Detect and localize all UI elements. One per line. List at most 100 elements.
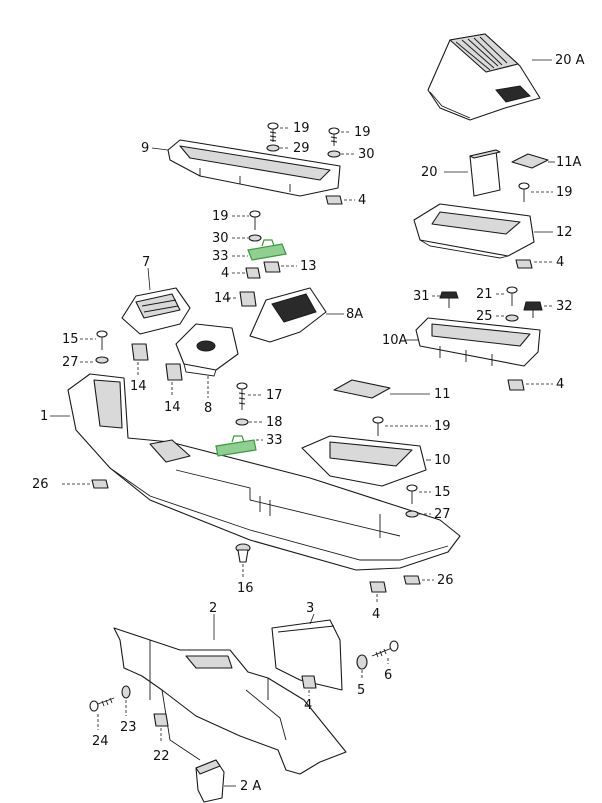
clip-22 — [153, 713, 169, 727]
part-11a-pad — [511, 153, 549, 169]
part-8a-vent — [249, 287, 327, 343]
callout-10a: 10A — [382, 333, 408, 348]
callout-10: 10 — [434, 453, 451, 468]
screw-19-b — [328, 127, 340, 146]
callout-14-c: 14 — [164, 400, 181, 415]
callout-29: 29 — [293, 141, 310, 156]
bracket-33-b — [215, 435, 257, 457]
washer-27-a — [95, 356, 109, 364]
screw-15-a — [96, 330, 108, 350]
part-11-pad — [333, 379, 391, 399]
callout-12: 12 — [556, 225, 573, 240]
screw-32 — [523, 301, 543, 318]
clip-4-d — [507, 379, 525, 391]
callout-24: 24 — [92, 734, 109, 749]
washer-18 — [235, 418, 249, 426]
washer-25 — [505, 314, 519, 322]
callout-9: 9 — [141, 141, 149, 156]
callout-27-b: 27 — [434, 507, 451, 522]
callout-26-a: 26 — [32, 477, 49, 492]
clip-4-b — [245, 267, 261, 279]
callout-32: 32 — [556, 299, 573, 314]
callout-3: 3 — [306, 601, 314, 616]
callout-4-f: 4 — [304, 698, 312, 713]
callout-19-c: 19 — [556, 185, 573, 200]
callout-15-b: 15 — [434, 485, 451, 500]
callout-6: 6 — [384, 668, 392, 683]
callout-4-b: 4 — [221, 266, 229, 281]
callout-14-a: 14 — [214, 291, 231, 306]
part-3-panel — [271, 619, 343, 691]
screw-17 — [236, 382, 248, 410]
part-7-housing — [121, 287, 191, 335]
washer-30-b — [248, 234, 262, 242]
part-12-box — [413, 203, 535, 259]
part-2-lower-console — [113, 627, 347, 775]
screw-19-d — [249, 210, 261, 230]
grommet-16 — [235, 543, 251, 563]
screw-19-c — [518, 182, 530, 202]
bracket-33-a — [247, 239, 287, 261]
callout-4-c: 4 — [556, 255, 564, 270]
callout-18: 18 — [266, 415, 283, 430]
clip-14-a — [239, 291, 257, 307]
callout-19-e: 19 — [434, 419, 451, 434]
washer-27-b — [405, 510, 419, 518]
callout-11a: 11A — [556, 155, 582, 170]
callout-20a: 20 A — [555, 53, 585, 68]
callout-21: 21 — [476, 287, 493, 302]
clip-14-c — [165, 363, 183, 381]
screw-21 — [506, 286, 518, 306]
callout-4-a: 4 — [358, 193, 366, 208]
washer-23 — [121, 685, 131, 699]
part-1-console — [67, 373, 461, 571]
screw-19-a — [267, 122, 279, 142]
callout-27-a: 27 — [62, 355, 79, 370]
clip-4-f — [301, 675, 317, 689]
clip-14-b — [131, 343, 149, 361]
callout-23: 23 — [120, 720, 137, 735]
callout-2a: 2 A — [240, 779, 261, 794]
part-2a-cap — [195, 759, 225, 803]
clip-4-e — [369, 581, 387, 593]
washer-29 — [266, 144, 280, 152]
screw-31 — [439, 291, 459, 308]
callout-4-d: 4 — [556, 377, 564, 392]
callout-25: 25 — [476, 309, 493, 324]
clip-4-a — [325, 195, 343, 205]
callout-4-e: 4 — [372, 607, 380, 622]
callout-8a: 8A — [346, 307, 363, 322]
callout-14-b: 14 — [130, 379, 147, 394]
callout-30-a: 30 — [358, 147, 375, 162]
washer-30-a — [327, 150, 341, 158]
clip-4-c — [515, 259, 533, 269]
callout-33-a: 33 — [212, 249, 229, 264]
clip-26-a — [91, 479, 109, 489]
callout-20: 20 — [421, 165, 438, 180]
callout-33-b: 33 — [266, 433, 283, 448]
callout-31: 31 — [413, 289, 430, 304]
callout-26-b: 26 — [437, 573, 454, 588]
callout-19-a: 19 — [293, 121, 310, 136]
callout-11: 11 — [434, 387, 451, 402]
callout-17: 17 — [266, 388, 283, 403]
part-20a-cover — [427, 33, 541, 121]
callout-8: 8 — [204, 401, 212, 416]
part-9-tray — [167, 139, 341, 197]
screw-15-b — [406, 484, 418, 504]
callout-2: 2 — [209, 601, 217, 616]
callout-16: 16 — [237, 581, 254, 596]
clip-13 — [263, 261, 281, 273]
part-10-tray — [301, 435, 427, 487]
screw-19-e — [372, 416, 384, 436]
callout-7: 7 — [142, 255, 150, 270]
clip-26-b — [403, 575, 421, 585]
callout-5: 5 — [357, 683, 365, 698]
callout-30-b: 30 — [212, 231, 229, 246]
callout-22: 22 — [153, 749, 170, 764]
part-8-switch — [175, 323, 239, 377]
callout-19-b: 19 — [354, 125, 371, 140]
screw-6 — [371, 640, 399, 658]
